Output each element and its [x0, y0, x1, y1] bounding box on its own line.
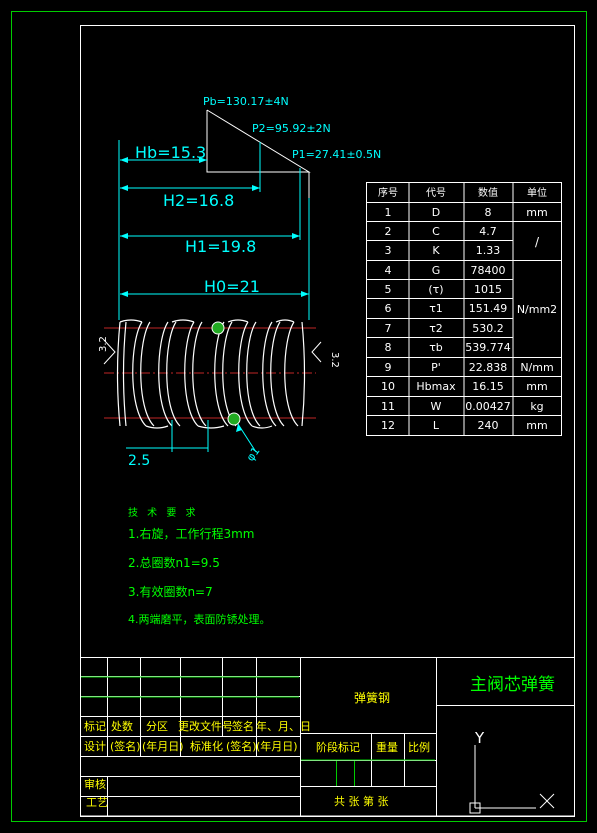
roughness-right-label: 3.2 — [329, 352, 340, 368]
ucs-y-label: Y — [474, 729, 485, 747]
ucs-icon — [469, 745, 555, 814]
tb-r1-2: 分区 — [146, 720, 168, 733]
tb-sheets: 共 张 第 张 — [334, 794, 389, 808]
table-cell-r1-c3: 8 — [485, 206, 492, 219]
pitch-label: 2.5 — [128, 453, 150, 469]
wire-section-bottom — [227, 412, 241, 426]
table-cell-r8-c1: 8 — [385, 341, 392, 354]
table-cell-r2-c3: 4.7 — [479, 225, 497, 238]
table-cell-r8-c3: 539.774 — [465, 341, 511, 354]
table-cell-r4-c2: G — [432, 264, 441, 277]
tb-r1-1: 处数 — [111, 720, 133, 733]
table-cell-r10-c3: 16.15 — [472, 380, 504, 393]
table-header-symbol: 代号 — [426, 187, 446, 199]
tech-item-1: 1.右旋，工作行程3mm — [128, 526, 254, 541]
roughness-left-icon — [103, 339, 116, 365]
table-cell-r9-c4: N/mm — [520, 361, 553, 374]
table-unit-merged-a: / — [535, 235, 540, 249]
force-p1-label: P1=27.41±0.5N — [292, 148, 381, 161]
table-cell-r9-c2: P' — [431, 361, 441, 374]
table-cell-r11-c2: W — [431, 400, 442, 413]
table-cell-r10-c2: Hbmax — [416, 380, 456, 393]
table-cell-r7-c1: 7 — [385, 322, 392, 335]
tb-material: 弹簧钢 — [354, 690, 390, 705]
tb-r2-0: 设计 — [84, 740, 106, 753]
tech-item-4: 4.两端磨平，表面防锈处理。 — [128, 612, 271, 626]
table-cell-r3-c3: 1.33 — [476, 244, 501, 257]
tb-r2-4: (签名) — [226, 739, 257, 753]
table-header-unit: 单位 — [527, 186, 547, 199]
tb-scale: 比例 — [408, 740, 430, 754]
title-block-green-rules — [81, 676, 435, 786]
table-cell-r8-c2: τb — [429, 341, 443, 354]
table-cell-r3-c2: K — [432, 244, 440, 257]
tb-process: 工艺 — [86, 796, 108, 809]
parameter-table — [366, 182, 562, 436]
tb-r2-1: (签名) — [110, 739, 141, 753]
tb-r2-2: (年月日) — [142, 739, 184, 753]
table-cell-r11-c4: kg — [530, 400, 543, 413]
table-cell-r5-c2: (τ) — [428, 283, 443, 296]
tb-r2-3: 标准化 — [190, 739, 223, 753]
wire-label: φ1 — [244, 445, 263, 464]
table-cell-r5-c1: 5 — [385, 283, 392, 296]
roughness-right-icon — [311, 341, 322, 363]
wire-leader-arrow — [236, 424, 242, 432]
tb-stage: 阶段标记 — [316, 740, 360, 754]
table-cell-r12-c4: mm — [526, 419, 547, 432]
table-cell-r12-c1: 12 — [381, 419, 395, 432]
tb-name: 主阀芯弹簧 — [470, 675, 555, 695]
table-cell-r3-c1: 3 — [385, 244, 392, 257]
tb-r1-3: 更改文件号 — [178, 719, 233, 733]
table-cell-r6-c2: τ1 — [429, 302, 443, 315]
tb-audit: 审核 — [84, 777, 106, 791]
table-cell-r12-c2: L — [433, 419, 440, 432]
table-cell-r11-c1: 11 — [381, 400, 395, 413]
table-cell-r10-c4: mm — [526, 380, 547, 393]
table-cell-r1-c1: 1 — [385, 206, 392, 219]
force-p2-label: P2=95.92±2N — [252, 122, 331, 135]
table-cell-r2-c2: C — [432, 225, 440, 238]
outer-border — [11, 11, 587, 822]
spring-coil — [104, 319, 316, 429]
table-cell-r5-c3: 1015 — [474, 283, 502, 296]
table-cell-r7-c2: τ2 — [429, 322, 443, 335]
table-header-index: 序号 — [378, 186, 398, 199]
dim-arrows — [120, 157, 309, 297]
table-unit-merged-b: N/mm2 — [517, 303, 557, 316]
h2-label: H2=16.8 — [163, 191, 234, 210]
tb-r1-4: 签名 — [232, 719, 254, 733]
table-cell-r4-c1: 4 — [385, 264, 392, 277]
tech-item-3: 3.有效圈数n=7 — [128, 584, 213, 599]
table-header-value: 数值 — [478, 186, 498, 199]
table-cell-r2-c1: 2 — [385, 225, 392, 238]
table-cell-r9-c1: 9 — [385, 361, 392, 374]
tb-r1-5: 年、月、日 — [256, 719, 311, 733]
pitch-dimension — [126, 420, 209, 452]
table-cell-r10-c1: 10 — [381, 380, 395, 393]
table-cell-r7-c3: 530.2 — [472, 322, 504, 335]
table-cell-r6-c3: 151.49 — [469, 302, 508, 315]
tb-weight: 重量 — [376, 740, 398, 754]
force-pb-label: Pb=130.17±4N — [203, 95, 289, 108]
hb-label: Hb=15.3 — [135, 143, 206, 162]
tb-r2-5: (年月日) — [256, 739, 298, 753]
table-cell-r4-c3: 78400 — [471, 264, 506, 277]
table-cell-r9-c3: 22.838 — [469, 361, 508, 374]
roughness-left-label: 3.2 — [98, 336, 109, 352]
h1-label: H1=19.8 — [185, 237, 256, 256]
table-cell-r1-c2: D — [432, 206, 440, 219]
table-cell-r12-c3: 240 — [478, 419, 499, 432]
table-cell-r11-c3: 0.00427 — [465, 400, 511, 413]
tech-item-2: 2.总圈数n1=9.5 — [128, 555, 220, 570]
title-block-left-grid — [80, 657, 300, 816]
height-dimensions — [118, 140, 310, 320]
table-cell-r6-c1: 6 — [385, 302, 392, 315]
tech-title: 技 术 要 求 — [128, 506, 199, 519]
h0-label: H0=21 — [204, 277, 260, 296]
wire-section-top — [211, 321, 225, 335]
table-cell-r1-c4: mm — [526, 206, 547, 219]
tb-r1-0: 标记 — [84, 719, 106, 733]
